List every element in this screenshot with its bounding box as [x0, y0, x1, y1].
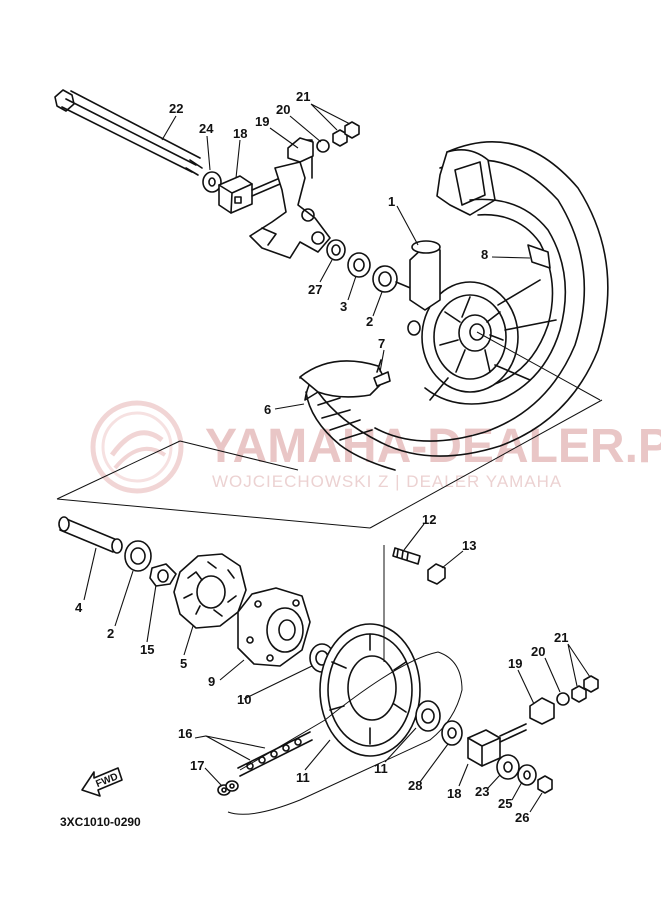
callout-20-lower: 20 [531, 644, 545, 659]
tire-6 [299, 360, 386, 398]
sprocket-12 [319, 623, 421, 757]
callout-16: 16 [178, 726, 192, 741]
rear-wheel [299, 140, 609, 471]
nut-21-upper-a [332, 129, 348, 147]
fwd-label: FWD [94, 771, 119, 790]
callout-11: 11 [374, 761, 388, 776]
nut-21-lower-a [571, 685, 587, 703]
washer-25 [517, 764, 537, 786]
valve-7 [373, 359, 391, 387]
washer-24 [202, 171, 222, 193]
watermark: YAMAHA-DEALER.PL WOJCIECHOWSKI Z | DEALE… [90, 400, 661, 494]
stud-bolt-13 [392, 547, 421, 565]
callout-17: 17 [190, 758, 204, 773]
balance-weight-8 [527, 244, 551, 269]
collar-11 [415, 700, 441, 732]
chain-path [227, 651, 463, 815]
nut-21-upper-b [344, 121, 360, 139]
callout-12: 11 [296, 770, 310, 785]
washer-23 [496, 754, 520, 780]
callout-13: 12 [422, 512, 436, 527]
callout-22: 22 [169, 101, 183, 116]
leader-lines [83, 103, 591, 813]
callout-5: 5 [180, 656, 187, 671]
callout-7: 7 [378, 336, 385, 351]
collar-15 [149, 563, 177, 587]
callout-25: 25 [498, 796, 512, 811]
callout-27: 27 [308, 282, 322, 297]
adjuster-plate-19-lower [529, 697, 555, 725]
callout-4: 4 [75, 600, 83, 615]
callout-24: 24 [199, 121, 214, 136]
callout-8: 8 [481, 247, 488, 262]
callout-20-upper: 20 [276, 102, 290, 117]
diagram-code: 3XC1010-0290 [60, 815, 141, 829]
collar-27 [326, 239, 346, 261]
callout-15: 15 [140, 642, 154, 657]
washer-20-upper [316, 139, 330, 153]
callout-26: 26 [515, 810, 529, 825]
callout-19-lower: 19 [508, 656, 522, 671]
nut-14 [427, 563, 446, 585]
chain-adjuster-upper [218, 175, 281, 214]
clutch-hub-9 [237, 587, 311, 667]
master-link-17 [217, 780, 239, 796]
callout-23: 23 [475, 784, 489, 799]
callout-19-upper: 19 [255, 114, 269, 129]
callout-labels: 22 24 18 19 20 21 1 8 27 3 2 7 6 4 2 15 … [75, 89, 568, 825]
drive-chain-16 [237, 731, 313, 777]
callout-2-upper: 2 [366, 314, 373, 329]
callout-21-upper: 21 [296, 89, 310, 104]
forward-arrow-icon: FWD [81, 767, 123, 797]
callout-14: 13 [462, 538, 476, 553]
callout-18-upper: 18 [233, 126, 247, 141]
callout-18-lower: 18 [447, 786, 461, 801]
watermark-brand: YAMAHA-DEALER.PL [205, 420, 661, 473]
washer-20-lower [556, 692, 570, 706]
nut-26 [537, 775, 553, 794]
callout-3: 3 [340, 299, 347, 314]
collar-28 [441, 720, 463, 746]
callout-1: 1 [388, 194, 395, 209]
watermark-subtitle: WOJCIECHOWSKI Z | DEALER YAMAHA [212, 472, 562, 491]
callout-21-lower: 21 [554, 630, 568, 645]
nut-21-lower-b [583, 675, 599, 693]
wheel-plane-outline [56, 399, 603, 529]
collar-4 [58, 516, 123, 554]
callout-9: 9 [208, 674, 215, 689]
chain-adjuster-lower [467, 723, 527, 767]
adjuster-plate-19-upper [287, 137, 314, 163]
oil-seal-3 [347, 252, 371, 278]
callout-10: 10 [237, 692, 251, 707]
callout-6: 6 [264, 402, 271, 417]
bearing-2-lower [124, 540, 152, 572]
watermark-logo-icon [90, 400, 184, 494]
callout-2-lower: 2 [107, 626, 114, 641]
rear-axle [54, 89, 203, 176]
callout-28: 28 [408, 778, 422, 793]
damper-5 [173, 553, 247, 629]
